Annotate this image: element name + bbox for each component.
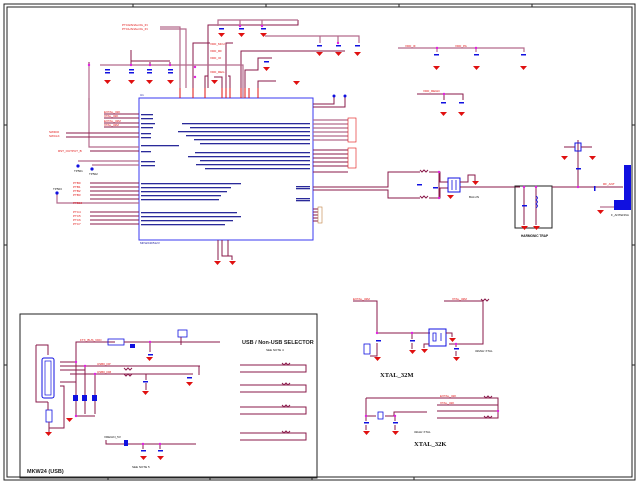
usb-net-dm: USB0_DM xyxy=(97,370,112,374)
ground-symbols xyxy=(104,33,527,265)
tp-label-2: TP502 xyxy=(89,172,98,176)
svg-text:PTC5: PTC5 xyxy=(73,214,81,218)
outer-frame xyxy=(3,3,636,481)
ic-pin-labels xyxy=(141,114,310,226)
usb-box-title: MKW24 (USB) xyxy=(27,469,64,475)
ic-bottom-gnd-wiring xyxy=(217,240,233,260)
left-signal-wiring xyxy=(56,98,139,225)
net-swdio: SWDIO xyxy=(49,130,60,134)
xtal32m-caption: 32MHz XTAL xyxy=(475,349,493,353)
net-swclk: SWCLK xyxy=(49,134,60,138)
top-decoupling-caps xyxy=(88,19,526,104)
antenna-label: F_ANTENNA xyxy=(611,213,629,217)
svg-text:PTC7: PTC7 xyxy=(73,222,81,226)
tp-label-3: TP503 xyxy=(53,187,62,191)
harmonic-trap-label: HARMONIC TRAP xyxy=(521,234,549,238)
balun-label: BALUN xyxy=(469,195,479,199)
junction-dots xyxy=(87,24,478,96)
rf-balun-section xyxy=(406,140,631,230)
net-label-vdd-pa: VDD_PA xyxy=(455,44,467,48)
usb-bottom-note: SEE NOTE 5 xyxy=(132,465,150,469)
right-connectors xyxy=(317,94,357,224)
net-label-vdd-rf: VDD_RF xyxy=(210,49,222,53)
frame-ticks xyxy=(4,4,635,480)
left-port-labels: PTB0 PTB1 PTB2 PTB3 PTB16 PTC4 PTC5 PTC6… xyxy=(73,181,83,226)
svg-text:PTB1: PTB1 xyxy=(73,185,81,189)
net-label-ptc1: PTC1/ANALOG_IN xyxy=(122,27,148,31)
svg-text:PTB2: PTB2 xyxy=(73,189,81,193)
main-ic-part: MKW24D512V xyxy=(140,241,160,245)
net-rst-out: RST_OUTPUT_B xyxy=(58,149,82,153)
net-extal-32k: EXTAL_32K xyxy=(104,110,120,114)
usb-selector-resistors xyxy=(240,362,307,441)
net-label-vdd-reg: VDD_REG xyxy=(210,70,225,74)
ic-top-pins xyxy=(179,88,259,98)
inner-frame xyxy=(6,6,633,478)
svg-text:PTB16: PTB16 xyxy=(73,201,83,205)
usb-selector-note: SEE NOTE 4 xyxy=(266,348,284,352)
usb-selector-title: USB / Non-USB SELECTOR xyxy=(242,340,314,346)
net-extal-32m: EXTAL_32M xyxy=(104,119,121,123)
main-ic-ref: U1 xyxy=(140,93,144,97)
xtal32m-net-in: EXTAL_32M xyxy=(353,297,370,301)
xtal32k-title: XTAL_32K xyxy=(414,441,446,448)
xtal32k-caption: 32kHz XTAL xyxy=(414,430,431,434)
tp-label-1: TP501 xyxy=(74,169,83,173)
usb-net-vregin: VREGIN_5V xyxy=(104,435,121,439)
net-label-vdd-regd: VDD_REGD xyxy=(423,89,441,93)
net-label-vdd-io: VDD_IO xyxy=(210,56,222,60)
usb-protection-and-lines xyxy=(66,329,220,422)
xtal-32k-circuit xyxy=(363,395,500,435)
svg-text:PTB3: PTB3 xyxy=(73,193,81,197)
test-points xyxy=(55,164,94,195)
xtal-32m-circuit xyxy=(353,298,490,361)
xtal32m-net-out: XTAL_32M xyxy=(452,297,467,301)
usb-section-box xyxy=(19,313,318,479)
usb-connector xyxy=(35,344,105,436)
svg-text:PTB0: PTB0 xyxy=(73,181,81,185)
rf-ant-net: RF_ANT xyxy=(603,182,615,186)
xtal32k-net-in: EXTAL_32K xyxy=(440,394,456,398)
right-signal-wiring xyxy=(313,97,406,222)
svg-text:PTC4: PTC4 xyxy=(73,210,81,214)
net-xtal-32k: XTAL_32K xyxy=(104,114,118,118)
xtal32m-title: XTAL_32M xyxy=(380,372,413,379)
usb-net-dp: USB0_DP xyxy=(97,362,111,366)
usb-bottom-regulator xyxy=(105,440,196,460)
net-label-vdd-if: VDD_IF xyxy=(405,44,416,48)
net-label-vdd-mcu: VDD_MCU xyxy=(210,42,225,46)
svg-text:PTC6: PTC6 xyxy=(73,218,81,222)
net-xtal-32m: XTAL_32M xyxy=(104,123,119,127)
xtal32k-net-out: XTAL_32K xyxy=(440,401,454,405)
usb-net-vdd: FTX_BUS_VDD xyxy=(80,338,102,342)
net-label-ptc0: PTC0/ANALOG_IN xyxy=(122,23,148,27)
top-power-wiring xyxy=(88,20,345,148)
